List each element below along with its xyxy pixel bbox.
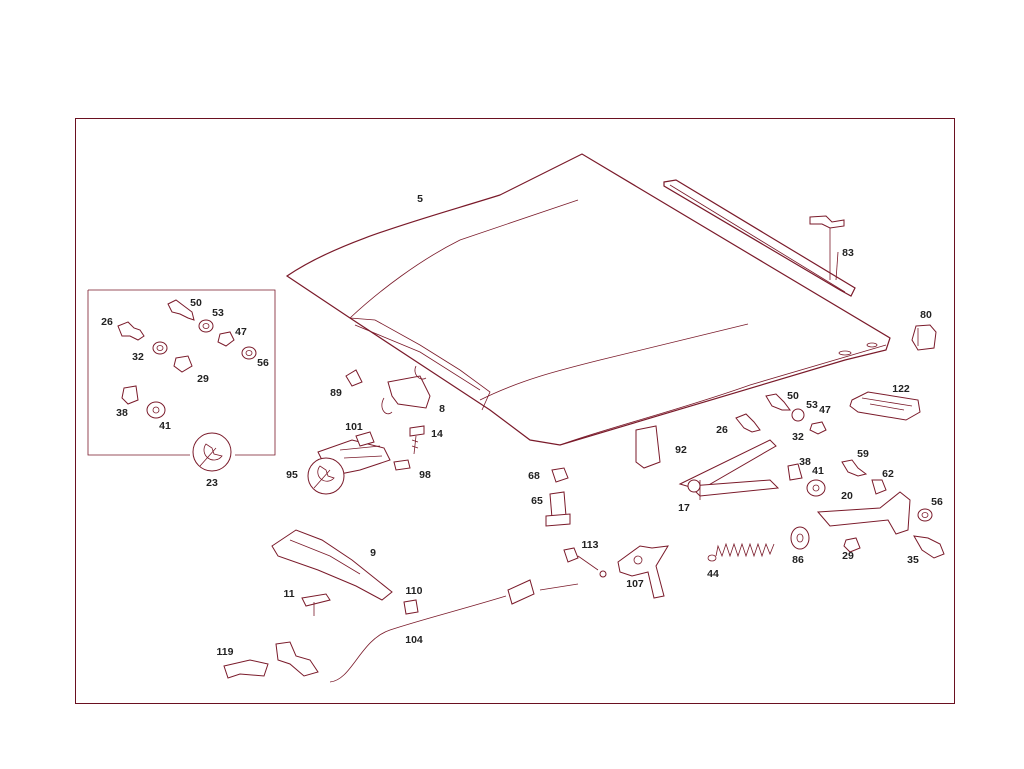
fastener-set-right — [735, 393, 945, 559]
callout-59: 59 — [857, 448, 869, 460]
callout-32: 32 — [132, 351, 144, 363]
callout-62: 62 — [882, 468, 894, 480]
callout-113: 113 — [582, 539, 599, 551]
release-cable-104 — [275, 579, 579, 683]
callout-labels: 5 83 80 122 89 8 101 14 95 98 23 50 53 2… — [101, 193, 943, 658]
callout-26: 26 — [101, 316, 113, 328]
callout-17: 17 — [678, 502, 690, 514]
callout-107: 107 — [626, 578, 644, 590]
latch-plate-92 — [635, 425, 661, 469]
callout-65: 65 — [531, 495, 543, 507]
callout-47: 47 — [235, 326, 247, 338]
pad-122 — [849, 391, 921, 421]
callout-53: 53 — [212, 307, 224, 319]
callout-41: 41 — [812, 465, 824, 477]
callout-50: 50 — [190, 297, 202, 309]
bracket-9 — [271, 529, 393, 601]
clip-119 — [223, 659, 269, 679]
hood-seal-strip — [663, 179, 856, 297]
callout-53: 53 — [806, 399, 818, 411]
bumper-stop-80 — [911, 324, 937, 351]
callout-122: 122 — [892, 383, 910, 395]
callout-104: 104 — [405, 634, 423, 646]
wrench-icon — [192, 432, 232, 472]
callout-95: 95 — [286, 469, 298, 481]
callout-86: 86 — [792, 554, 804, 566]
latch-assembly-101 — [307, 431, 411, 495]
clip-110 — [403, 599, 419, 615]
clip-89 — [345, 369, 363, 387]
callout-80: 80 — [920, 309, 932, 321]
callout-23: 23 — [206, 477, 218, 489]
callout-50: 50 — [787, 390, 799, 402]
fastener-set-box — [87, 289, 276, 456]
diagram-frame — [75, 118, 955, 704]
bushing-86 — [790, 526, 810, 550]
hinge-arm-17 — [678, 439, 780, 500]
leader-lines — [835, 251, 839, 281]
callout-92: 92 — [675, 444, 687, 456]
callout-26: 26 — [716, 424, 728, 436]
hood-panel — [285, 153, 891, 446]
hinge-bracket-8 — [381, 365, 431, 415]
callout-35: 35 — [907, 554, 919, 566]
callout-29: 29 — [197, 373, 209, 385]
callout-32: 32 — [792, 431, 804, 443]
callout-83: 83 — [842, 247, 854, 259]
seal-clip-83 — [809, 215, 845, 280]
callout-110: 110 — [406, 585, 423, 597]
screw-113 — [563, 547, 607, 578]
callout-5: 5 — [417, 193, 423, 205]
bracket-20 — [816, 491, 911, 535]
callout-11: 11 — [283, 588, 294, 600]
spring-44 — [707, 542, 775, 562]
screw-14 — [409, 425, 425, 455]
callout-47: 47 — [819, 404, 831, 416]
callout-98: 98 — [419, 469, 431, 481]
callout-101: 101 — [345, 421, 363, 433]
callout-44: 44 — [707, 568, 719, 580]
callout-56: 56 — [257, 357, 269, 369]
callout-8: 8 — [439, 403, 445, 415]
callout-119: 119 — [217, 646, 234, 658]
callout-38: 38 — [116, 407, 128, 419]
release-lever-107 — [617, 545, 669, 599]
callout-20: 20 — [841, 490, 853, 502]
callout-68: 68 — [528, 470, 540, 482]
callout-14: 14 — [431, 428, 443, 440]
callout-56: 56 — [931, 496, 943, 508]
callout-41: 41 — [159, 420, 171, 432]
push-pin-11 — [301, 593, 331, 616]
callout-89: 89 — [330, 387, 342, 399]
lock-pin-65 — [545, 467, 571, 527]
callout-38: 38 — [799, 456, 811, 468]
callout-9: 9 — [370, 547, 376, 559]
callout-29: 29 — [842, 550, 854, 562]
